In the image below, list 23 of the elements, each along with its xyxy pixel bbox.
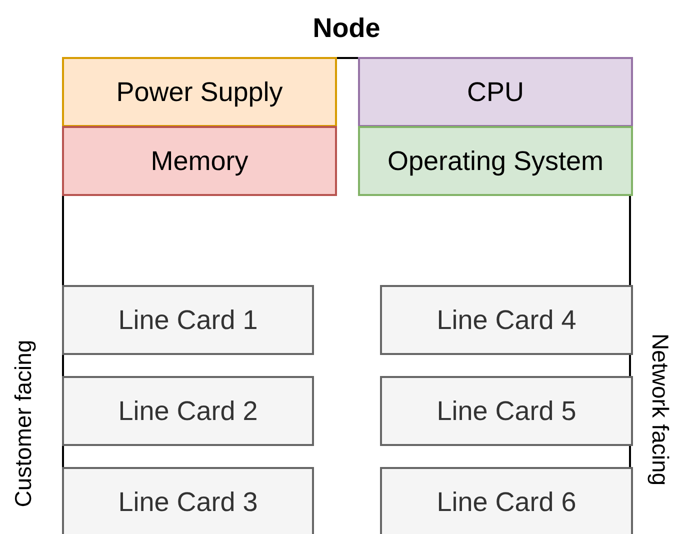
component-label: Line Card 5	[436, 396, 576, 426]
component-label: Line Card 6	[436, 486, 576, 518]
memory-box	[62, 126, 337, 196]
side-label: Customer facing	[10, 340, 38, 508]
cpu-box	[358, 57, 633, 127]
component-label: Power Supply	[116, 76, 283, 108]
line-card-box	[62, 376, 314, 446]
operating-system-box	[358, 126, 633, 196]
node-label: Node	[312, 13, 382, 44]
line-card-box	[62, 467, 314, 534]
component-label: Line Card 3	[118, 486, 258, 518]
component-label: Line Card 4	[436, 304, 576, 336]
component-label: CPU	[466, 76, 524, 108]
component-label: Line Card 1	[118, 304, 258, 336]
component-label: Operating System	[387, 146, 604, 176]
component-label: Line Card 2	[118, 396, 258, 426]
line-card-box	[62, 285, 314, 355]
power-supply-box	[62, 57, 337, 127]
line-card-box	[380, 376, 633, 446]
line-card-box	[380, 285, 633, 355]
component-label: Memory	[150, 146, 248, 176]
line-card-box	[380, 467, 633, 534]
side-label: Network facing	[646, 333, 674, 486]
